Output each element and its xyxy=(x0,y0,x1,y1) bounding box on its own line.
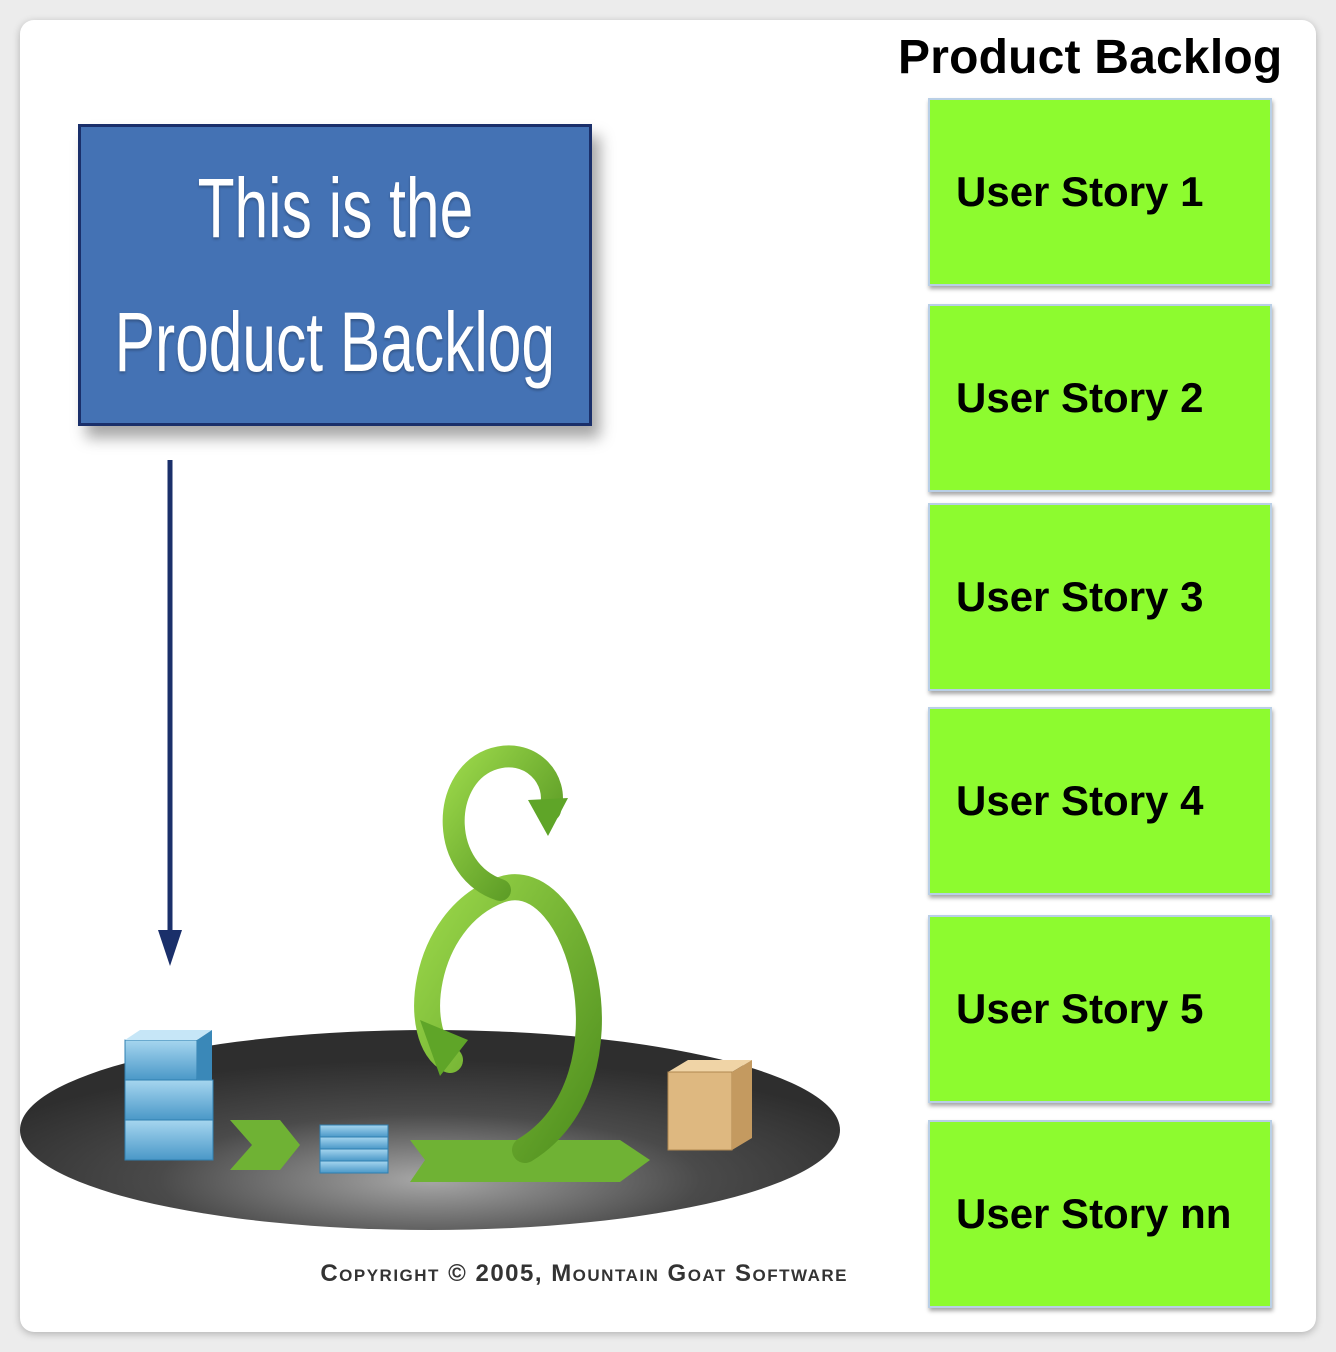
iteration-loop-icon xyxy=(414,745,602,1163)
product-increment-box-icon xyxy=(667,1060,752,1151)
sprint-cycle-illustration xyxy=(20,745,840,1230)
copyright-notice: Copyright © 2005, Mountain Goat Software xyxy=(320,1260,848,1287)
callout-line-2: Product Backlog xyxy=(114,295,556,389)
backlog-blocks-icon xyxy=(124,1030,214,1161)
story-label: User Story 4 xyxy=(956,777,1204,824)
down-arrow-icon xyxy=(158,460,182,966)
story-card-2[interactable]: User Story 2 xyxy=(928,304,1272,492)
story-label: User Story 5 xyxy=(956,985,1204,1032)
story-label: User Story 2 xyxy=(956,374,1204,421)
story-card-nn[interactable]: User Story nn xyxy=(928,1120,1272,1308)
slide-card: Product Backlog This is the Product Back… xyxy=(20,20,1316,1332)
callout-line-1: This is the xyxy=(197,160,473,255)
story-label: User Story 3 xyxy=(956,573,1204,620)
small-green-arrow-icon xyxy=(230,1120,300,1170)
callout-box: This is the Product Backlog xyxy=(78,124,592,426)
story-card-4[interactable]: User Story 4 xyxy=(928,707,1272,895)
story-card-1[interactable]: User Story 1 xyxy=(928,98,1272,286)
story-card-5[interactable]: User Story 5 xyxy=(928,915,1272,1103)
backlog-heading: Product Backlog xyxy=(898,31,1283,84)
sprint-backlog-blocks-icon xyxy=(319,1124,389,1174)
story-label: User Story 1 xyxy=(956,168,1204,215)
story-label: User Story nn xyxy=(956,1190,1232,1237)
platform-disc xyxy=(20,1030,840,1230)
story-card-3[interactable]: User Story 3 xyxy=(928,503,1272,691)
